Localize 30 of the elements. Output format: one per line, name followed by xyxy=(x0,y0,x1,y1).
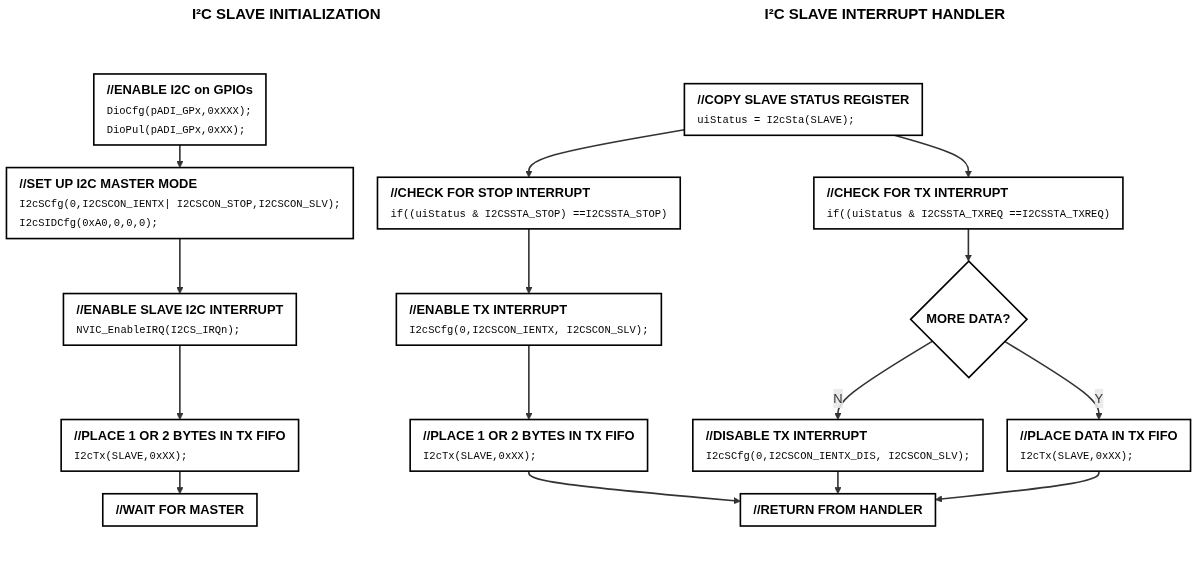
node-box: //PLACE 1 OR 2 BYTES IN TX FIFO I2cTx(SLAVE,0xXX); xyxy=(409,418,649,472)
node-box: //CHECK FOR STOP INTERRUPT if((uiStatus & I2CSSTA_STOP) ==I2CSSTA_STOP) xyxy=(376,176,682,230)
node-box: //COPY SLAVE STATUS REGISTER uiStatus = I2cSta(SLAVE); xyxy=(683,82,924,137)
arrow xyxy=(935,470,1100,503)
arrow xyxy=(525,228,533,294)
node-box: //PLACE DATA IN TX FIFO I2cTx(SLAVE,0xXX); xyxy=(1006,418,1192,472)
node-box: //ENABLE SLAVE I2C INTERRUPT NVIC_EnableIRQ(I2CS_IRQn); xyxy=(62,292,298,346)
node-box: //ENABLE TX INTERRUPT I2cSCfg(0,I2CSCON_IENTX, I2CSCON_SLV); xyxy=(395,292,663,346)
arrow xyxy=(176,470,184,495)
arrow xyxy=(525,344,533,420)
node-diamond: MORE DATA? xyxy=(909,260,1029,379)
arrow xyxy=(176,144,184,168)
arrow xyxy=(176,344,184,420)
node-box: //ENABLE I2C on GPIOs DioCfg(pADI_GPx,0xXXX); DioPul(pADI_GPx,0xXX); xyxy=(93,73,267,146)
node-box: //SET UP I2C MASTER MODE I2cSCfg(0,I2CSCON_IENTX| I2CSCON_STOP,I2CSCON_SLV); I2cSIDCfg(0xA0,0,0,0); xyxy=(5,166,355,240)
node-box: //DISABLE TX INTERRUPT I2cSCfg(0,I2CSCON_IENTX_DIS, I2CSCON_SLV); xyxy=(692,418,984,472)
edge-label: Y xyxy=(1094,391,1104,405)
node-box: //PLACE 1 OR 2 BYTES IN TX FIFO I2cTx(SLAVE,0xXX); xyxy=(60,418,300,472)
node-box: //WAIT FOR MASTER xyxy=(101,492,258,527)
arrow xyxy=(834,470,842,495)
column-heading: I²C SLAVE INTERRUPT HANDLER xyxy=(764,4,1006,22)
column-heading: I²C SLAVE INITIALIZATION xyxy=(191,4,381,22)
node-box: //RETURN FROM HANDLER xyxy=(739,492,937,527)
edge-label: N xyxy=(833,391,843,405)
arrow xyxy=(176,237,184,294)
arrow xyxy=(1003,340,1103,420)
node-box: //CHECK FOR TX INTERRUPT if((uiStatus & I2CSSTA_TXREQ ==I2CSSTA_TXREQ) xyxy=(813,176,1124,230)
arrow xyxy=(528,470,741,505)
arrow xyxy=(834,340,933,420)
arrow xyxy=(964,228,972,262)
